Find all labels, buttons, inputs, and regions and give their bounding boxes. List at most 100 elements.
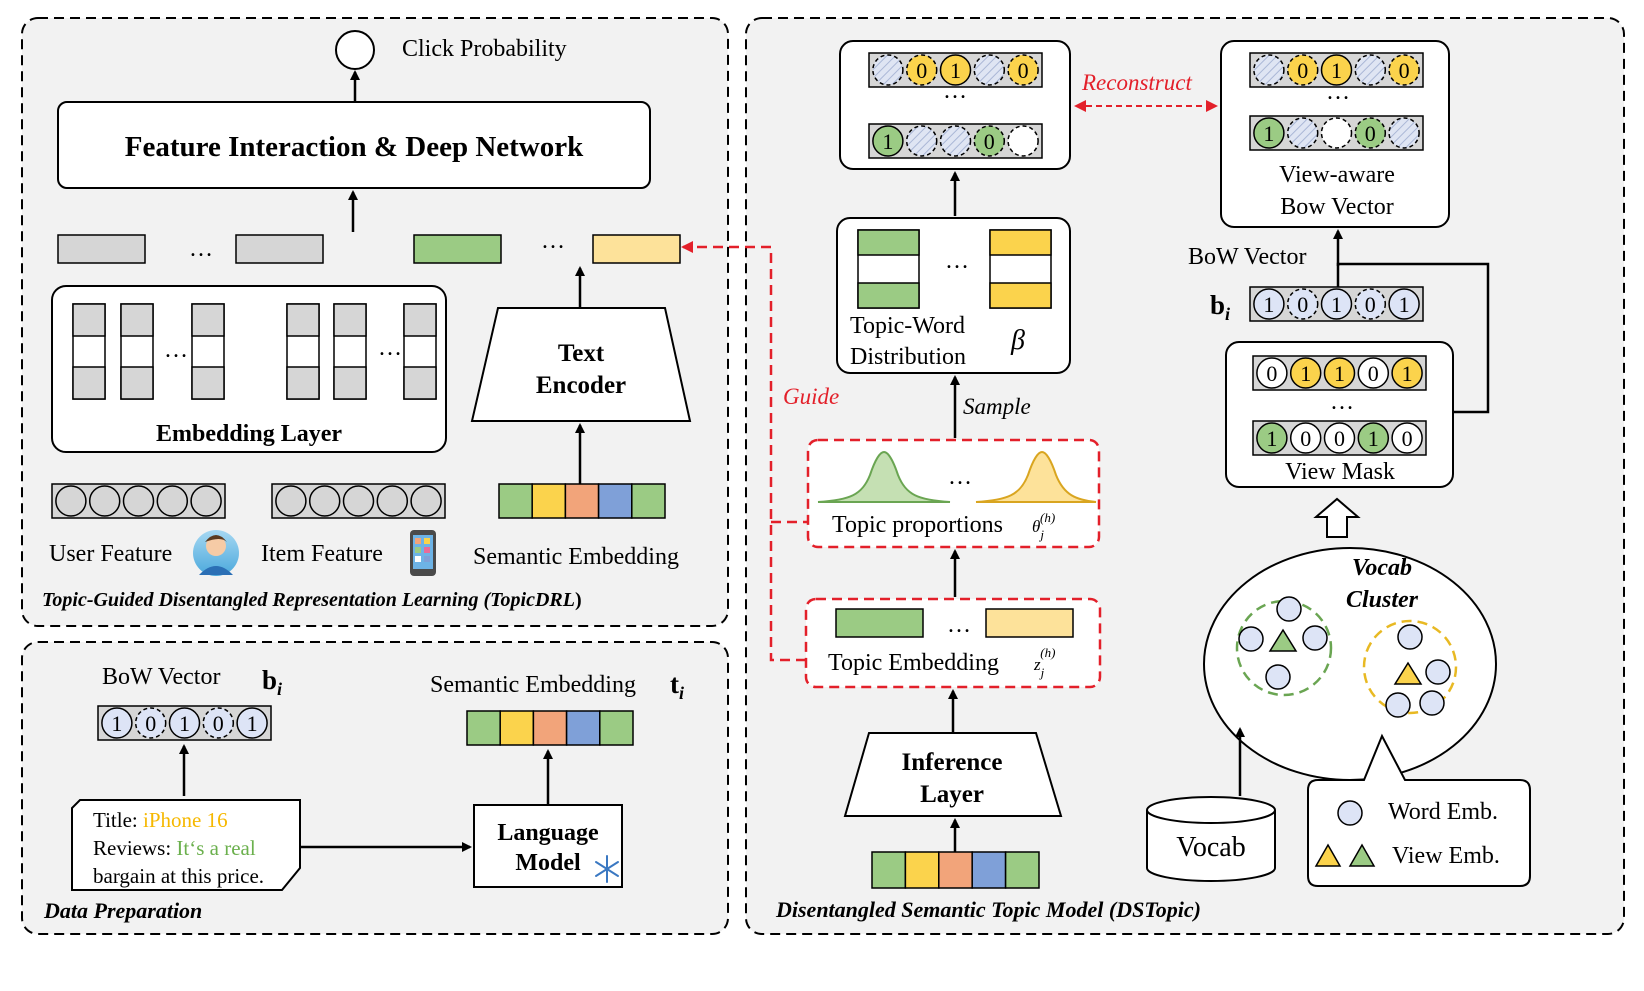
user-feature-vector xyxy=(51,483,226,519)
language-model-label-2: Model xyxy=(515,850,581,876)
vector-element xyxy=(1007,125,1039,157)
ellipsis: … xyxy=(378,335,402,361)
item-text-card xyxy=(71,799,301,891)
vector-element xyxy=(872,54,904,86)
text-encoder-label-1: Text xyxy=(558,340,605,367)
word-emb-legend-icon xyxy=(1337,800,1363,826)
item-title-line: Title: iPhone 16 xyxy=(93,808,228,832)
topic-word-cell xyxy=(989,229,1052,256)
vector-element xyxy=(1357,422,1390,454)
vector-element-value: 1 xyxy=(179,711,190,736)
vector-element xyxy=(202,707,235,739)
bow-vector-label: BoW Vector xyxy=(102,664,220,690)
ellipsis: … xyxy=(1326,79,1350,105)
vector-element-value: 1 xyxy=(1402,361,1413,386)
bow-symbol: bi xyxy=(1210,290,1230,324)
vector-element-value: 1 xyxy=(1300,361,1311,386)
semantic-cell xyxy=(871,851,907,889)
item-feature-label: Item Feature xyxy=(261,541,383,567)
vector-element-value: 0 xyxy=(145,711,156,736)
ellipsis: … xyxy=(948,464,972,490)
inference-layer-label-2: Layer xyxy=(920,781,984,808)
topic-word-label-2: Distribution xyxy=(850,344,966,370)
semantic-cell xyxy=(904,851,940,889)
text-encoder-block xyxy=(470,307,692,422)
inference-layer-label-1: Inference xyxy=(902,749,1003,776)
vector-element xyxy=(88,485,121,517)
semantic-embedding-strip xyxy=(871,851,1040,889)
semantic-cell xyxy=(466,710,501,746)
vector-element-value: 0 xyxy=(1266,361,1277,386)
semantic-cell xyxy=(498,483,533,519)
semantic-cell xyxy=(1004,851,1040,889)
vector-element-value: 0 xyxy=(1018,58,1029,83)
vector-element-value: 0 xyxy=(1368,361,1379,386)
panel-topicdrl: Click Probability Feature Interaction & … xyxy=(21,17,729,627)
semantic-embedding-label: Semantic Embedding xyxy=(473,544,679,570)
semantic-cell xyxy=(564,483,600,519)
semantic-symbol: ti xyxy=(670,669,684,703)
vector-element xyxy=(1354,54,1387,86)
semantic-embedding-strip xyxy=(466,710,634,746)
language-model-box xyxy=(473,804,623,888)
topic-embedding-vector-green xyxy=(835,608,924,638)
vector-element xyxy=(275,485,307,517)
vector-element xyxy=(1388,54,1420,86)
vector-element xyxy=(1320,54,1353,86)
embedding-cell xyxy=(286,366,320,400)
feature-interaction-box xyxy=(57,101,651,189)
bow-vector-label: BoW Vector xyxy=(1188,244,1306,270)
vector-element-value: 1 xyxy=(882,129,893,154)
vector-element xyxy=(1286,54,1319,86)
vector-element xyxy=(376,485,409,517)
semantic-cell xyxy=(971,851,1007,889)
mask-to-vector-connector xyxy=(1336,262,1490,414)
embedding-cell xyxy=(72,366,106,400)
embedding-cell xyxy=(403,303,437,337)
semantic-cell xyxy=(531,483,567,519)
vector-element xyxy=(1256,357,1288,389)
topic-embedding-label: Topic Embedding xyxy=(828,650,999,676)
vector-element xyxy=(1320,288,1353,320)
vector-element xyxy=(905,125,938,157)
cluster-green-points xyxy=(1238,596,1328,690)
reconstruct-label: Reconstruct xyxy=(1081,70,1192,95)
click-probability-label: Click Probability xyxy=(402,36,567,62)
ellipsis: … xyxy=(945,248,969,274)
vector-element-value: 1 xyxy=(1399,292,1410,317)
vector-element xyxy=(1286,288,1319,320)
ellipsis: … xyxy=(943,78,967,104)
beta-symbol: β xyxy=(1010,325,1025,356)
semantic-cell xyxy=(565,710,601,746)
vector-element xyxy=(1323,422,1356,454)
vector-element-value: 0 xyxy=(984,129,995,154)
vector-element xyxy=(1253,54,1285,86)
vector-element xyxy=(1357,357,1390,389)
vector-element xyxy=(905,54,938,86)
vector-element-value: 1 xyxy=(1263,292,1274,317)
output-node xyxy=(335,30,375,70)
embedding-vector-gray xyxy=(57,234,146,264)
vector-element-value: 1 xyxy=(111,711,122,736)
vector-element-value: 1 xyxy=(1368,426,1379,451)
vector-element-value: 1 xyxy=(1331,58,1342,83)
item-reviews-line-2: bargain at this price. xyxy=(93,864,264,888)
semantic-cell xyxy=(631,483,666,519)
item-feature-vector xyxy=(271,483,446,519)
embedding-vector-gray xyxy=(235,234,324,264)
embedding-cell xyxy=(403,366,437,400)
vector-element xyxy=(1007,54,1039,86)
embedding-layer-label: Embedding Layer xyxy=(156,421,342,447)
vector-element xyxy=(1253,288,1285,320)
phone-icon xyxy=(410,530,436,576)
item-reviews-line: Reviews: It‘s a real xyxy=(93,836,256,860)
semantic-embedding-strip xyxy=(498,483,666,519)
legend-word-emb: Word Emb. xyxy=(1388,799,1498,825)
ellipsis: … xyxy=(541,228,565,254)
